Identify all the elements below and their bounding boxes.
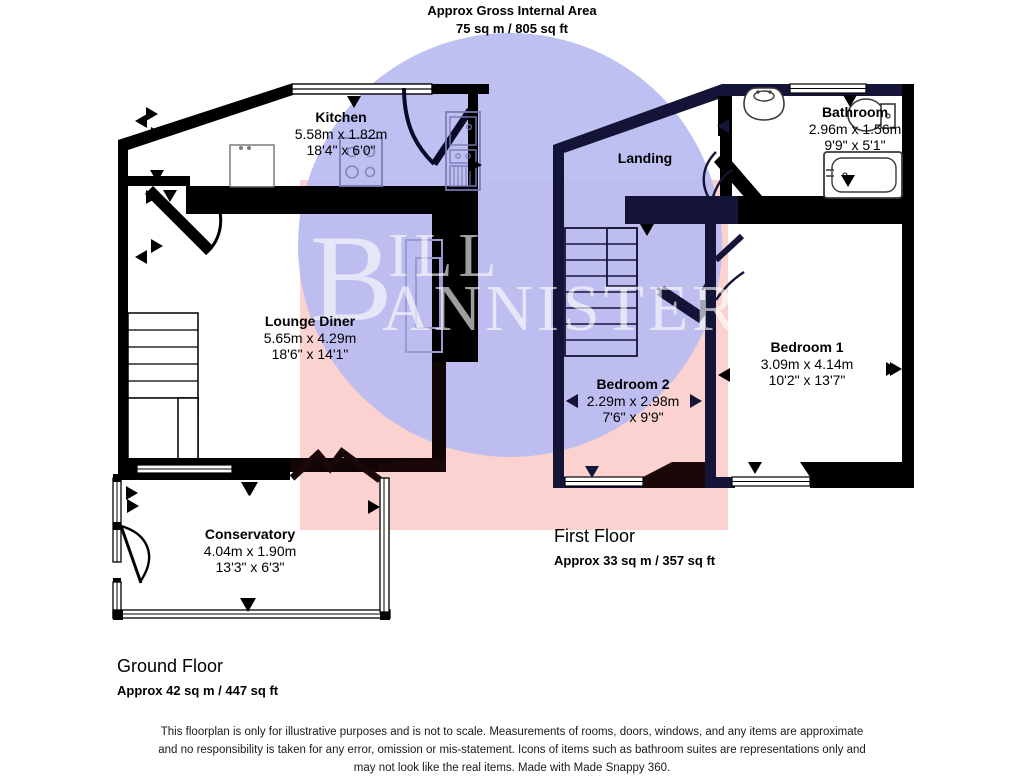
bedroom2-right-wall <box>705 224 716 488</box>
window-bedroom1-bottom <box>731 476 811 487</box>
door-arc-kitchen <box>402 87 436 166</box>
disclaimer-line-3: may not look like the real items. Made w… <box>353 761 671 774</box>
ground-left-wall <box>118 140 128 472</box>
ground-angled-wall <box>145 186 213 254</box>
bathroom-fixtures <box>743 87 903 199</box>
window-kitchen-top <box>291 83 433 95</box>
direction-marker <box>347 96 361 108</box>
ground-staircase <box>127 312 199 463</box>
ground-floor-plan <box>112 83 489 620</box>
gross-area-header: Approx Gross Internal Area 75 sq m / 805… <box>0 2 1024 37</box>
first-outer-top-wall <box>553 84 914 153</box>
gross-area-line1: Approx Gross Internal Area <box>427 3 597 18</box>
conservatory-zigzag <box>289 447 383 483</box>
first-floor-title: First Floor <box>554 526 635 546</box>
watermark-text: B ILL ANNISTER <box>310 210 740 347</box>
disclaimer: This floorplan is only for illustrative … <box>0 724 1024 777</box>
watermark-top-text: ILL <box>388 222 502 290</box>
ground-floor-area: Approx 42 sq m / 447 sq ft <box>117 683 279 698</box>
first-floor-area: Approx 33 sq m / 357 sq ft <box>554 553 716 568</box>
first-left-wall <box>553 145 564 488</box>
watermark-bottom-text: ANNISTER <box>382 272 740 345</box>
first-floor-plan <box>553 83 914 488</box>
disclaimer-line-1: This floorplan is only for illustrative … <box>160 726 864 738</box>
kitchen-fixtures <box>229 111 481 191</box>
window-lounge-bottom <box>136 464 233 474</box>
ground-floor-title: Ground Floor <box>117 656 224 676</box>
disclaimer-line-2: and no responsibility is taken for any e… <box>158 743 866 756</box>
watermark-initial: B <box>310 210 393 347</box>
first-right-wall <box>902 84 914 488</box>
conservatory <box>112 447 391 620</box>
gross-area-line2: 75 sq m / 805 sq ft <box>456 20 568 36</box>
door-arc-hall <box>204 191 223 256</box>
window-bedroom2-bottom <box>564 476 644 487</box>
lounge-fireplace <box>405 239 443 353</box>
ground-central-wall <box>186 186 478 214</box>
first-staircase <box>564 227 638 357</box>
ground-kitchen-right-wall <box>468 84 478 196</box>
window-bathroom-top <box>789 83 867 94</box>
ground-top-wall-right <box>432 84 489 94</box>
